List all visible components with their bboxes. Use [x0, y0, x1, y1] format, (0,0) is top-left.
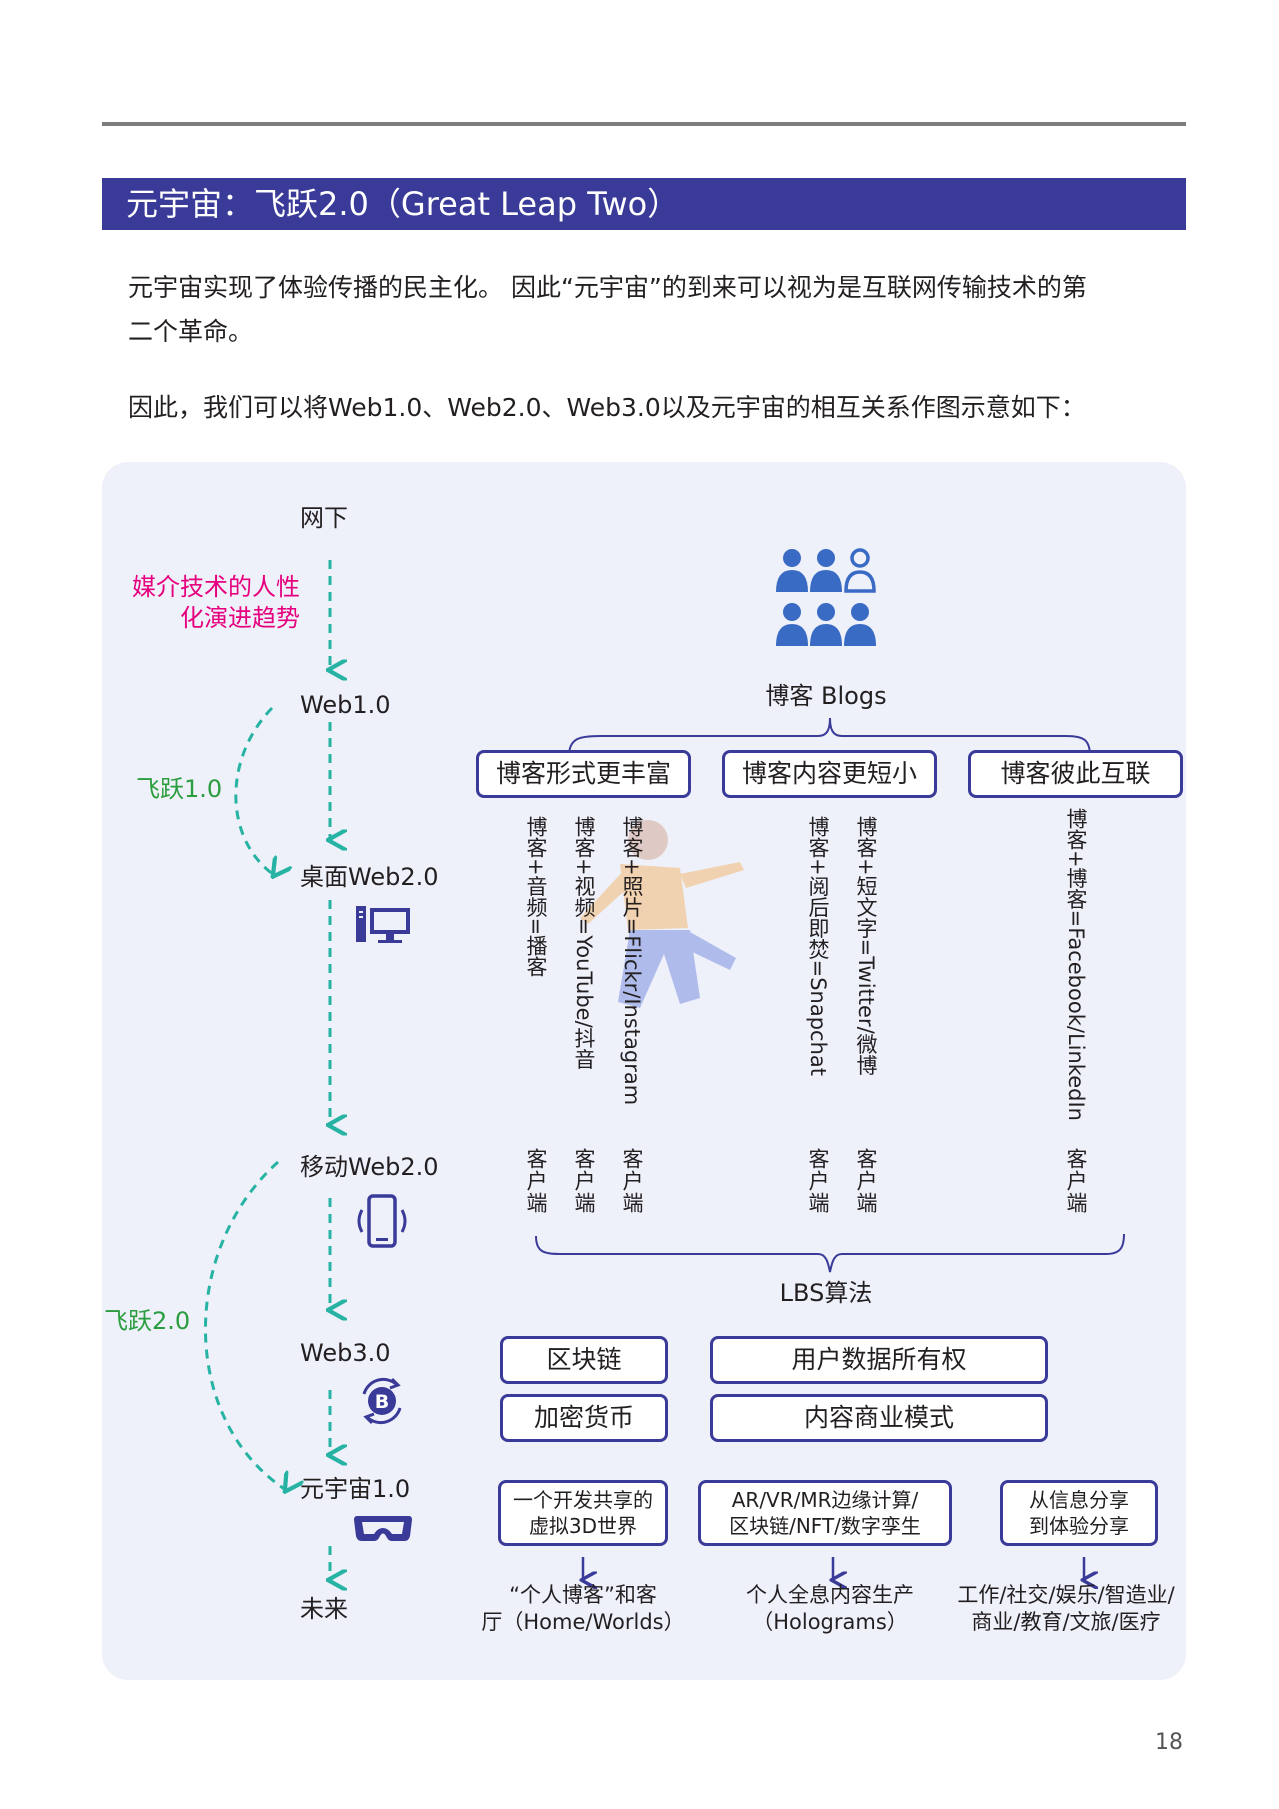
stage-offline: 网下 [300, 504, 348, 532]
meta-box-line: 虚拟3D世界 [528, 1514, 638, 1538]
future-outcome-line: 厅（Home/Worlds） [481, 1610, 685, 1634]
web3-box-business-model: 内容商业模式 [710, 1394, 1048, 1442]
lbs-label: LBS算法 [779, 1279, 873, 1307]
section-title: 元宇宙：飞跃2.0（Great Leap Two） [126, 185, 680, 223]
stage-web1: Web1.0 [300, 691, 391, 719]
blog-form-facebook: 博客+博客=Facebook/LinkedIn [1064, 808, 1088, 1121]
future-outcome-line: 商业/教育/文旅/医疗 [971, 1610, 1161, 1634]
stage-mobile-web2: 移动Web2.0 [300, 1153, 439, 1181]
stage-desktop-web2: 桌面Web2.0 [300, 863, 439, 891]
trend-label-line-2: 化演进趋势 [180, 604, 300, 632]
meta-box-virtual-world: 一个开发共享的 虚拟3D世界 [498, 1480, 668, 1546]
future-outcome-industries: 工作/社交/娱乐/智造业/ 商业/教育/文旅/医疗 [950, 1582, 1182, 1636]
trend-label-line-1: 媒介技术的人性 [132, 573, 300, 601]
future-outcome-line: “个人博客”和客 [509, 1583, 657, 1607]
future-outcome-line: （Holograms） [752, 1610, 908, 1634]
section-title-bar [102, 178, 1186, 230]
blog-form-photo: 博客+照片=Flickr/Instagram [620, 816, 644, 1106]
braces [535, 717, 1125, 1273]
stage-web3: Web3.0 [300, 1339, 391, 1367]
client-label: 客户端 [1064, 1148, 1088, 1214]
client-label: 客户端 [854, 1148, 878, 1214]
smartphone-icon [357, 1194, 407, 1248]
meta-box-line: AR/VR/MR边缘计算/ [731, 1488, 919, 1512]
stage-future: 未来 [300, 1595, 348, 1623]
blog-box-richer-forms: 博客形式更丰富 [476, 750, 691, 798]
down-arrows [583, 1557, 1084, 1580]
future-outcome-holograms: 个人全息内容生产 （Holograms） [725, 1582, 935, 1636]
people-group-icon [776, 548, 876, 646]
desktop-computer-icon [356, 906, 410, 943]
blog-box-interconnected: 博客彼此互联 [968, 750, 1183, 798]
client-label: 客户端 [806, 1148, 830, 1214]
blog-form-video: 博客+视频=YouTube/抖音 [572, 816, 596, 1070]
jumping-person-icon [580, 820, 744, 1008]
web3-box-crypto: 加密货币 [500, 1394, 668, 1442]
meta-box-technologies: AR/VR/MR边缘计算/ 区块链/NFT/数字孪生 [698, 1480, 952, 1546]
leap-2-label: 飞跃2.0 [104, 1307, 191, 1335]
paragraph-2: 因此，我们可以将Web1.0、Web2.0、Web3.0以及元宇宙的相互关系作图… [128, 393, 1086, 422]
svg-text:B: B [375, 1391, 389, 1413]
blog-form-twitter: 博客+短文字=Twitter/微博 [854, 816, 878, 1076]
blogs-title: 博客 Blogs [765, 682, 887, 710]
paragraph-1-line-1: 元宇宙实现了体验传播的民主化。 因此“元宇宙”的到来可以视为是互联网传输技术的第 [128, 273, 1087, 302]
web3-box-blockchain: 区块链 [500, 1336, 668, 1384]
vr-headset-icon [354, 1516, 412, 1541]
meta-box-line: 从信息分享 [1029, 1488, 1129, 1512]
client-label: 客户端 [572, 1148, 596, 1214]
leap-1-label: 飞跃1.0 [136, 775, 223, 803]
client-label: 客户端 [524, 1148, 548, 1214]
top-rule [102, 122, 1186, 126]
client-label: 客户端 [620, 1148, 644, 1214]
future-outcome-line: 个人全息内容生产 [746, 1583, 914, 1607]
leap-arrows [204, 706, 286, 1490]
meta-box-line: 一个开发共享的 [513, 1488, 653, 1512]
blog-box-shorter-content: 博客内容更短小 [722, 750, 937, 798]
bitcoin-icon: B [362, 1377, 402, 1425]
meta-box-line: 到体验分享 [1029, 1514, 1129, 1538]
web3-box-data-ownership: 用户数据所有权 [710, 1336, 1048, 1384]
page-number: 18 [1155, 1730, 1183, 1755]
stage-metaverse1: 元宇宙1.0 [300, 1475, 411, 1503]
blog-form-podcast: 博客+音频=播客 [524, 816, 548, 978]
future-outcome-line: 工作/社交/娱乐/智造业/ [957, 1583, 1175, 1607]
meta-box-line: 区块链/NFT/数字孪生 [729, 1514, 921, 1538]
blog-form-snapchat: 博客+阅后即焚=Snapchat [806, 816, 830, 1076]
meta-box-experience-sharing: 从信息分享 到体验分享 [1000, 1480, 1158, 1546]
paragraph-1-line-2: 二个革命。 [128, 317, 254, 346]
future-outcome-home-worlds: “个人博客”和客 厅（Home/Worlds） [478, 1582, 688, 1636]
